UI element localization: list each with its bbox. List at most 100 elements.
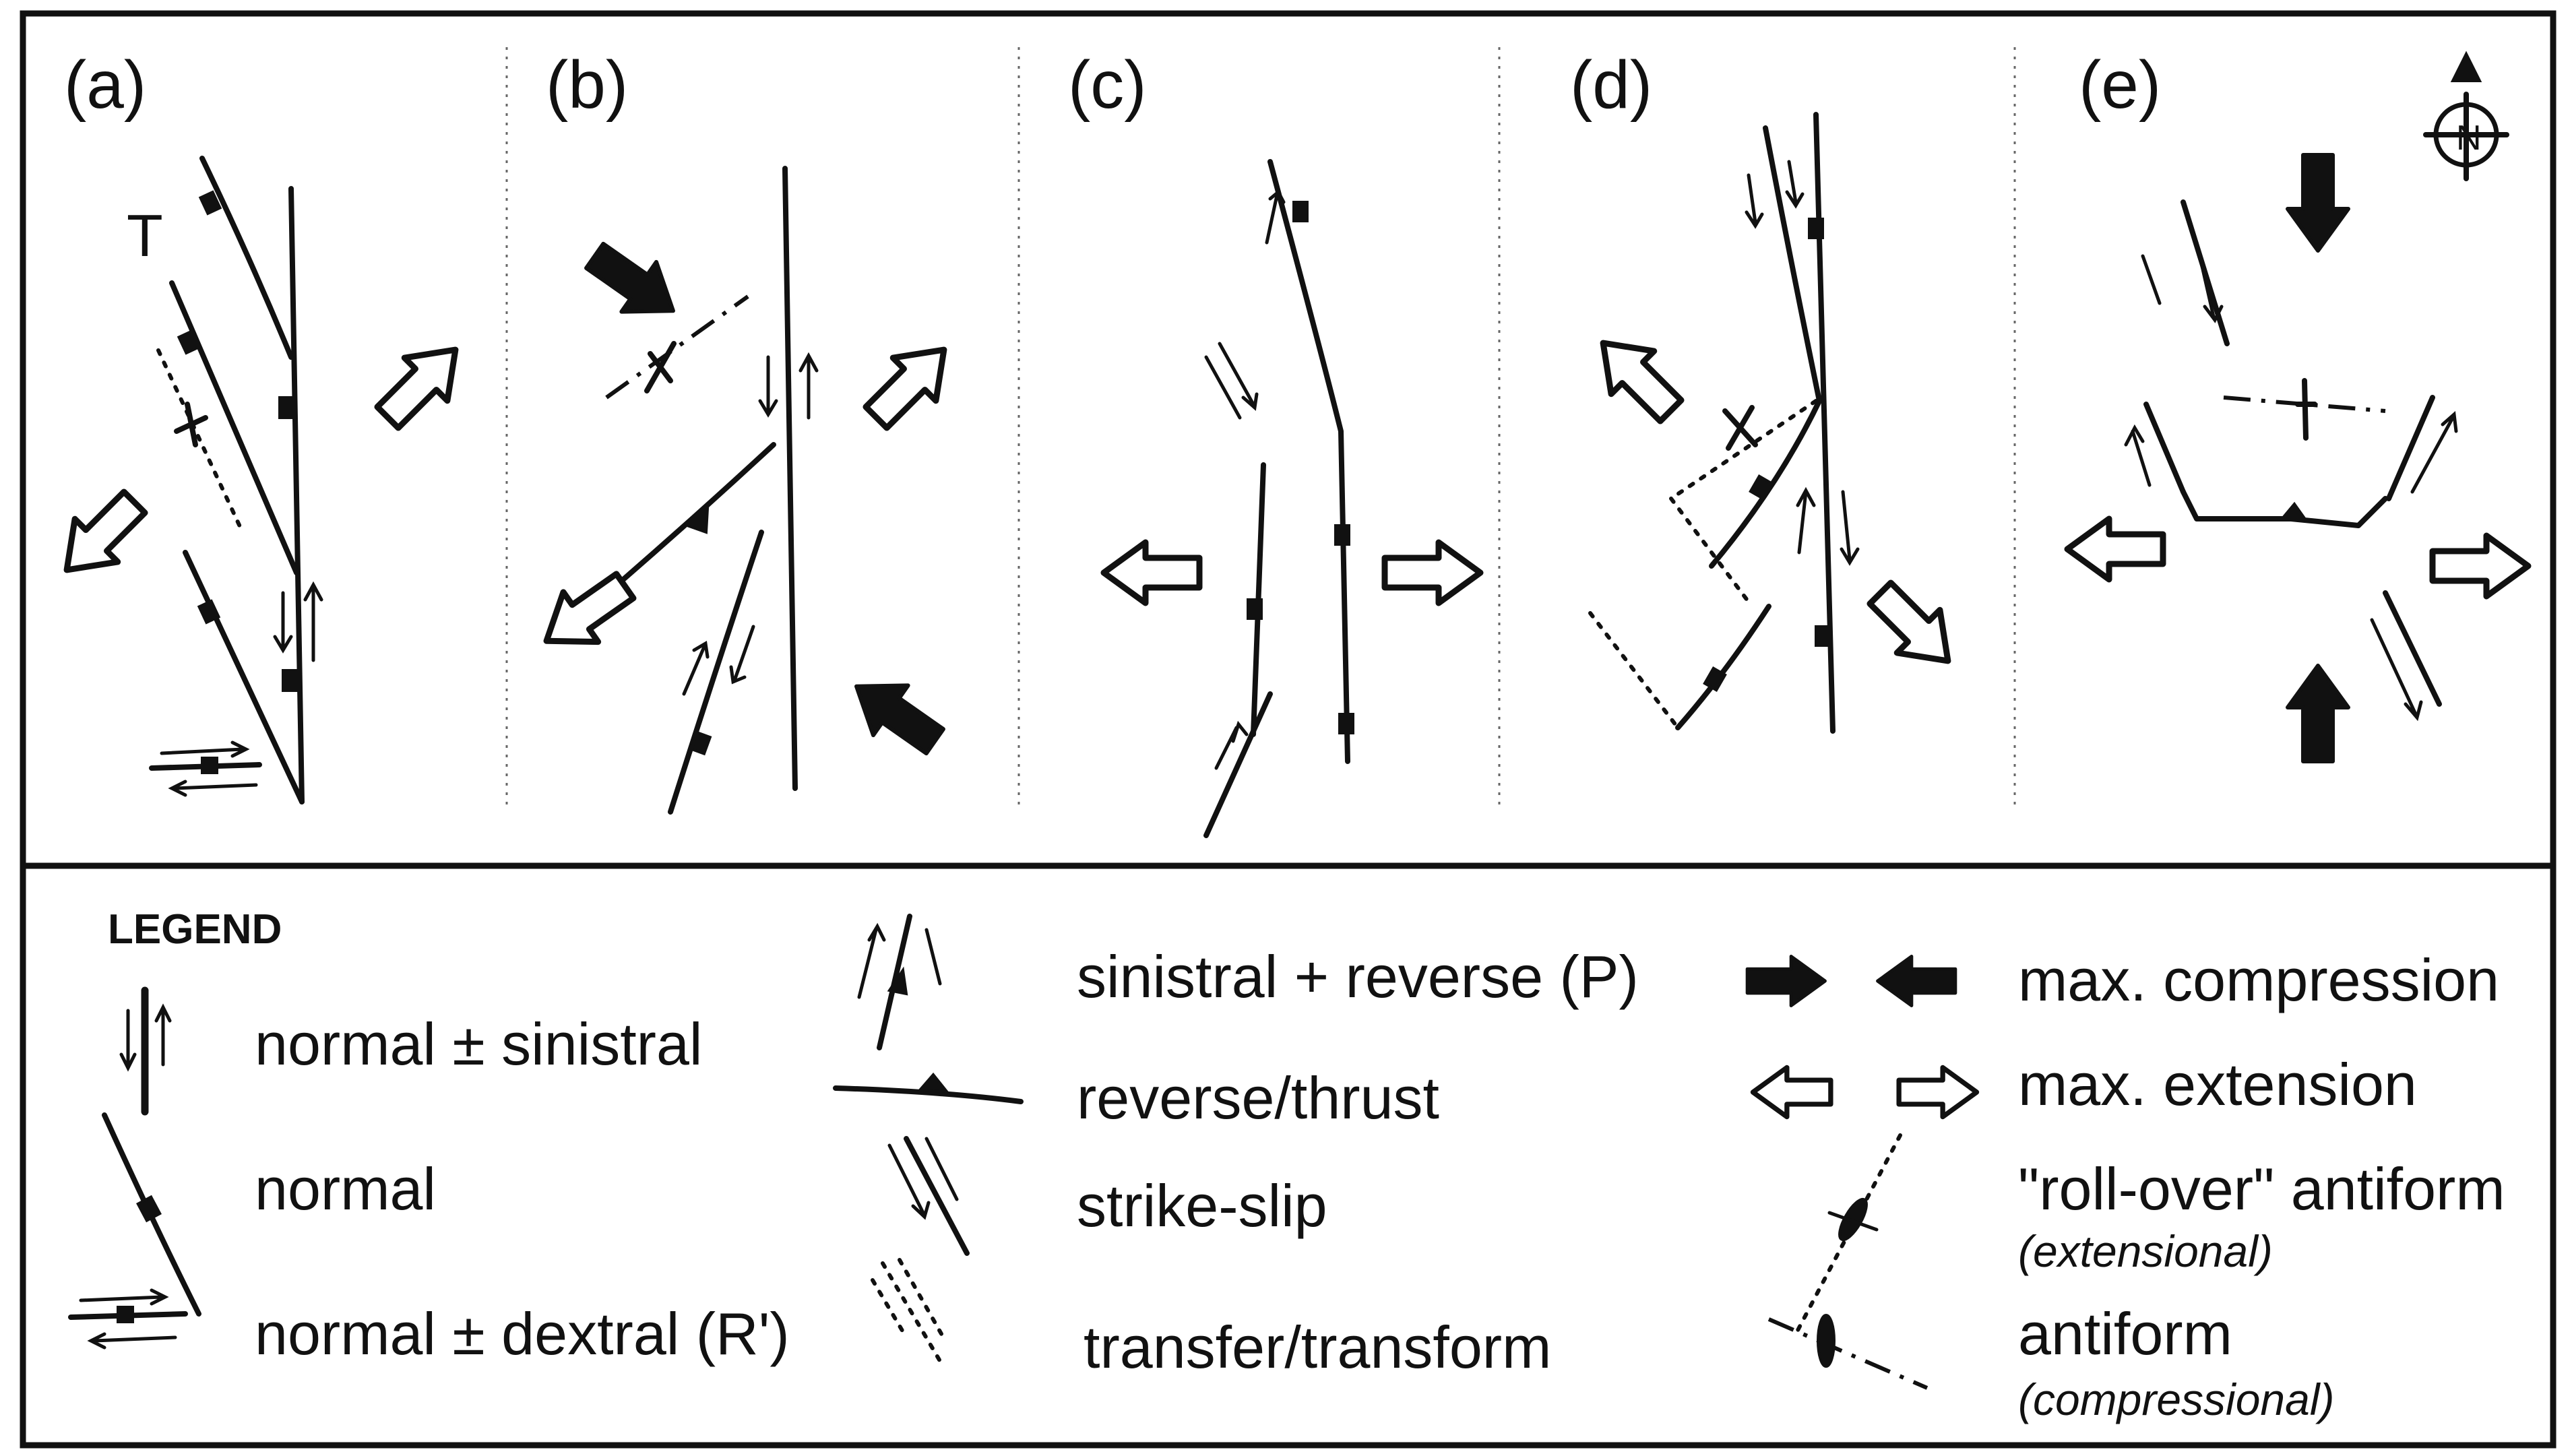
antiform-symbol	[644, 341, 677, 393]
fault-tick	[201, 757, 218, 774]
fault-tick	[1247, 598, 1263, 620]
fault-tick	[1808, 218, 1824, 239]
normal-fault	[1675, 604, 1771, 730]
slip-arrow	[682, 640, 710, 696]
slip-arrow	[2370, 618, 2423, 722]
main-fault	[782, 166, 798, 791]
legend-title: LEGEND	[108, 906, 282, 953]
legend-label-reverse-thrust: reverse/thrust	[1077, 1065, 1439, 1131]
svg-text:N: N	[2456, 119, 2482, 158]
rollover-antiform-trace	[156, 348, 245, 534]
slip-arrow	[2410, 410, 2458, 494]
panel-c-diagram	[1104, 159, 1480, 838]
legend-compression-arrow-icon	[1878, 956, 1955, 1005]
rollover-antiform-trace	[1669, 399, 1818, 501]
compression-arrow	[577, 231, 691, 336]
legend-label-normal: normal	[255, 1156, 436, 1222]
slip-arrow	[1265, 189, 1286, 245]
normal-fault	[183, 550, 305, 804]
strike-slip-fault	[1204, 355, 1242, 420]
fault-tick	[197, 599, 221, 625]
compression-arrow	[839, 662, 952, 766]
fault-tick	[1334, 524, 1350, 546]
slip-arrow	[798, 352, 819, 420]
legend-extension-arrow-icon	[1899, 1067, 1976, 1116]
slip-arrow	[729, 625, 755, 685]
extension-arrow	[855, 328, 966, 439]
legend-label-strike-slip: strike-slip	[1077, 1172, 1327, 1239]
extension-arrow	[2067, 519, 2163, 579]
extension-arrow	[45, 481, 156, 592]
legend-label-sinistral-reverse: sinistral + reverse (P)	[1077, 943, 1639, 1010]
panel-d-diagram	[1581, 112, 1969, 734]
slip-arrow	[1785, 160, 1805, 209]
extension-arrow	[2433, 536, 2528, 596]
slip-arrow	[1214, 720, 1249, 770]
compressional-antiform-trace	[605, 294, 749, 400]
slip-arrow	[2195, 241, 2224, 323]
fault-tick	[278, 396, 296, 419]
legend-symbol-normal-sinistral	[119, 986, 172, 1116]
thrust-fault	[621, 442, 776, 582]
panel-label-c: (c)	[1068, 47, 1147, 123]
north-compass-icon: N	[2423, 51, 2509, 181]
legend-extension-arrow-icon	[1753, 1067, 1831, 1116]
strike-slip-fault	[2143, 402, 2186, 495]
legend-label-normal-sinistral: normal ± sinistral	[255, 1011, 702, 1077]
thrust-tooth	[685, 505, 710, 534]
extension-arrow	[1104, 542, 1199, 603]
antiform-symbol	[174, 402, 208, 447]
antiform-symbol	[2295, 378, 2317, 441]
legend-compression-arrow-icon	[1747, 956, 1825, 1005]
legend-symbol-compressional-antiform	[1767, 1314, 1928, 1390]
figure-frame	[20, 10, 2557, 1449]
antiform-symbol	[1722, 405, 1758, 451]
strike-slip-fault	[1203, 691, 1273, 838]
legend-label-max-compression: max. compression	[2018, 947, 2499, 1013]
fault-tick	[282, 669, 299, 692]
legend-symbol-normal	[102, 1112, 201, 1317]
fault-tick	[177, 329, 201, 355]
compression-arrow	[2288, 666, 2348, 761]
fault-tick	[1703, 666, 1727, 692]
slip-arrow	[1796, 486, 1816, 555]
legend-label-normal-dextral: normal ± dextral (R')	[255, 1300, 790, 1367]
panel-label-b: (b)	[546, 47, 628, 123]
strike-slip-fault	[668, 530, 764, 815]
slip-arrow	[303, 581, 323, 662]
main-fault	[1267, 159, 1350, 764]
panel-a-t-mark: T	[127, 202, 163, 269]
slip-arrow	[1218, 342, 1259, 411]
compression-arrow	[2288, 155, 2348, 251]
strike-slip-fault	[2383, 590, 2442, 707]
extension-arrow	[1385, 542, 1480, 603]
slip-arrow	[2141, 254, 2162, 305]
legend-symbol-normal-dextral	[68, 1288, 188, 1350]
legend: LEGEND normal ± sinistral normal normal …	[68, 906, 2505, 1424]
legend-symbol-rollover-antiform	[1794, 1133, 1902, 1336]
strike-slip-fault	[2386, 395, 2435, 501]
transfer-fault	[1588, 611, 1680, 730]
slip-arrow	[2124, 424, 2152, 487]
slip-arrow	[273, 591, 293, 654]
normal-fault	[199, 156, 294, 360]
slip-arrow	[168, 780, 258, 797]
fault-tick	[198, 190, 222, 216]
legend-label-transfer-transform: transfer/transform	[1084, 1314, 1551, 1381]
fault-tick	[1338, 713, 1354, 734]
panel-e-diagram: N	[2067, 51, 2528, 761]
panel-label-a: (a)	[64, 47, 146, 123]
panel-b-diagram	[529, 166, 966, 815]
panel-a-diagram: T	[45, 156, 477, 804]
transfer-fault	[1669, 497, 1754, 608]
main-fault	[288, 186, 305, 804]
legend-label-max-extension: max. extension	[2018, 1051, 2417, 1118]
slip-arrow	[1840, 490, 1860, 566]
panel-label-d: (d)	[1570, 47, 1652, 123]
legend-symbol-transfer-transform	[871, 1258, 945, 1363]
fault-tick	[1815, 625, 1831, 647]
fault-tick	[1749, 474, 1773, 500]
slip-arrow	[1745, 173, 1764, 229]
extension-arrow	[367, 328, 477, 439]
